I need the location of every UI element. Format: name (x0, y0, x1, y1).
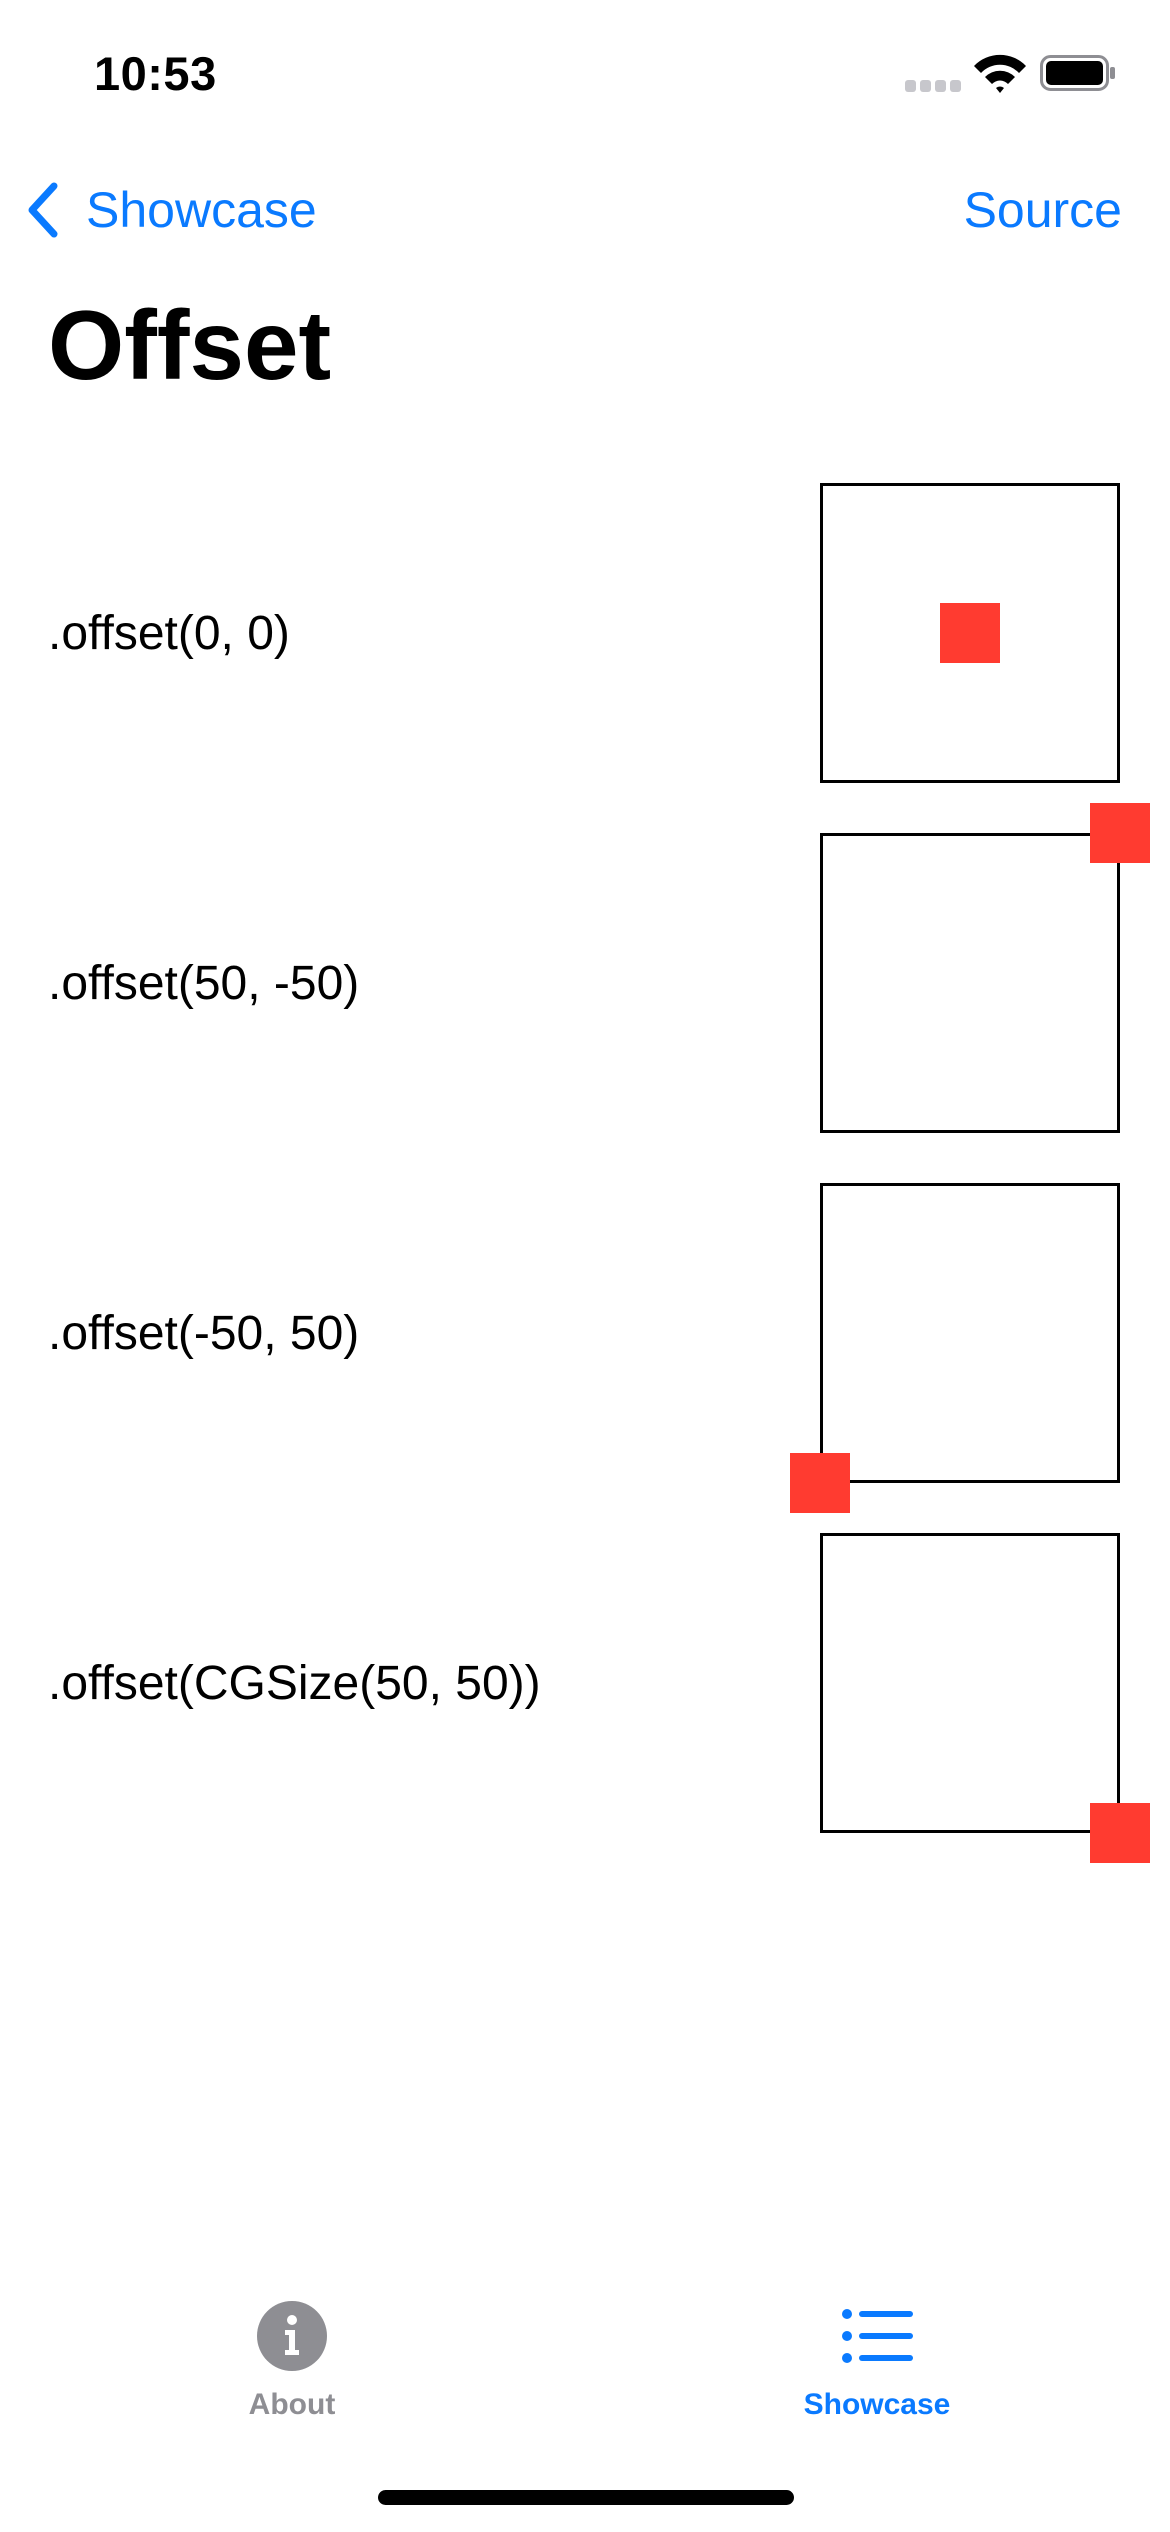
offset-frame (820, 483, 1120, 783)
offset-row: .offset(CGSize(50, 50)) (0, 1533, 1170, 1863)
back-button[interactable]: Showcase (24, 170, 317, 250)
home-indicator (378, 2490, 794, 2505)
tab-about[interactable]: About (142, 2290, 442, 2440)
offset-frame (820, 1533, 1150, 1863)
status-time: 10:53 (94, 47, 217, 100)
offset-frame (820, 803, 1150, 1133)
cellular-signal-icon (905, 80, 961, 92)
wifi-icon (974, 54, 1026, 93)
battery-icon (1040, 55, 1115, 91)
offset-square (940, 603, 1000, 663)
chevron-left-icon (28, 182, 58, 238)
list-icon (842, 2309, 913, 2363)
offset-row: .offset(-50, 50) (0, 1183, 1170, 1513)
offset-row: .offset(50, -50) (0, 803, 1170, 1133)
tab-bar: About Showcase (0, 2290, 1170, 2450)
offset-row: .offset(0, 0) (0, 483, 1170, 783)
offset-row-label: .offset(50, -50) (48, 956, 360, 1010)
offset-square (1090, 803, 1150, 863)
offset-row-label: .offset(CGSize(50, 50)) (48, 1656, 541, 1710)
page-title: Offset (48, 290, 332, 400)
status-bar: 10:53 (0, 0, 1170, 140)
back-button-label: Showcase (86, 182, 317, 238)
offset-row-label: .offset(0, 0) (48, 606, 290, 660)
source-button[interactable]: Source (963, 182, 1122, 238)
offset-frame (790, 1183, 1120, 1513)
tab-showcase-label: Showcase (803, 2388, 951, 2421)
tab-showcase[interactable]: Showcase (727, 2290, 1027, 2440)
offset-square (1090, 1803, 1150, 1863)
offset-square (790, 1453, 850, 1513)
offset-row-label: .offset(-50, 50) (48, 1306, 360, 1360)
tab-about-label: About (248, 2388, 336, 2421)
info-icon (257, 2301, 327, 2371)
